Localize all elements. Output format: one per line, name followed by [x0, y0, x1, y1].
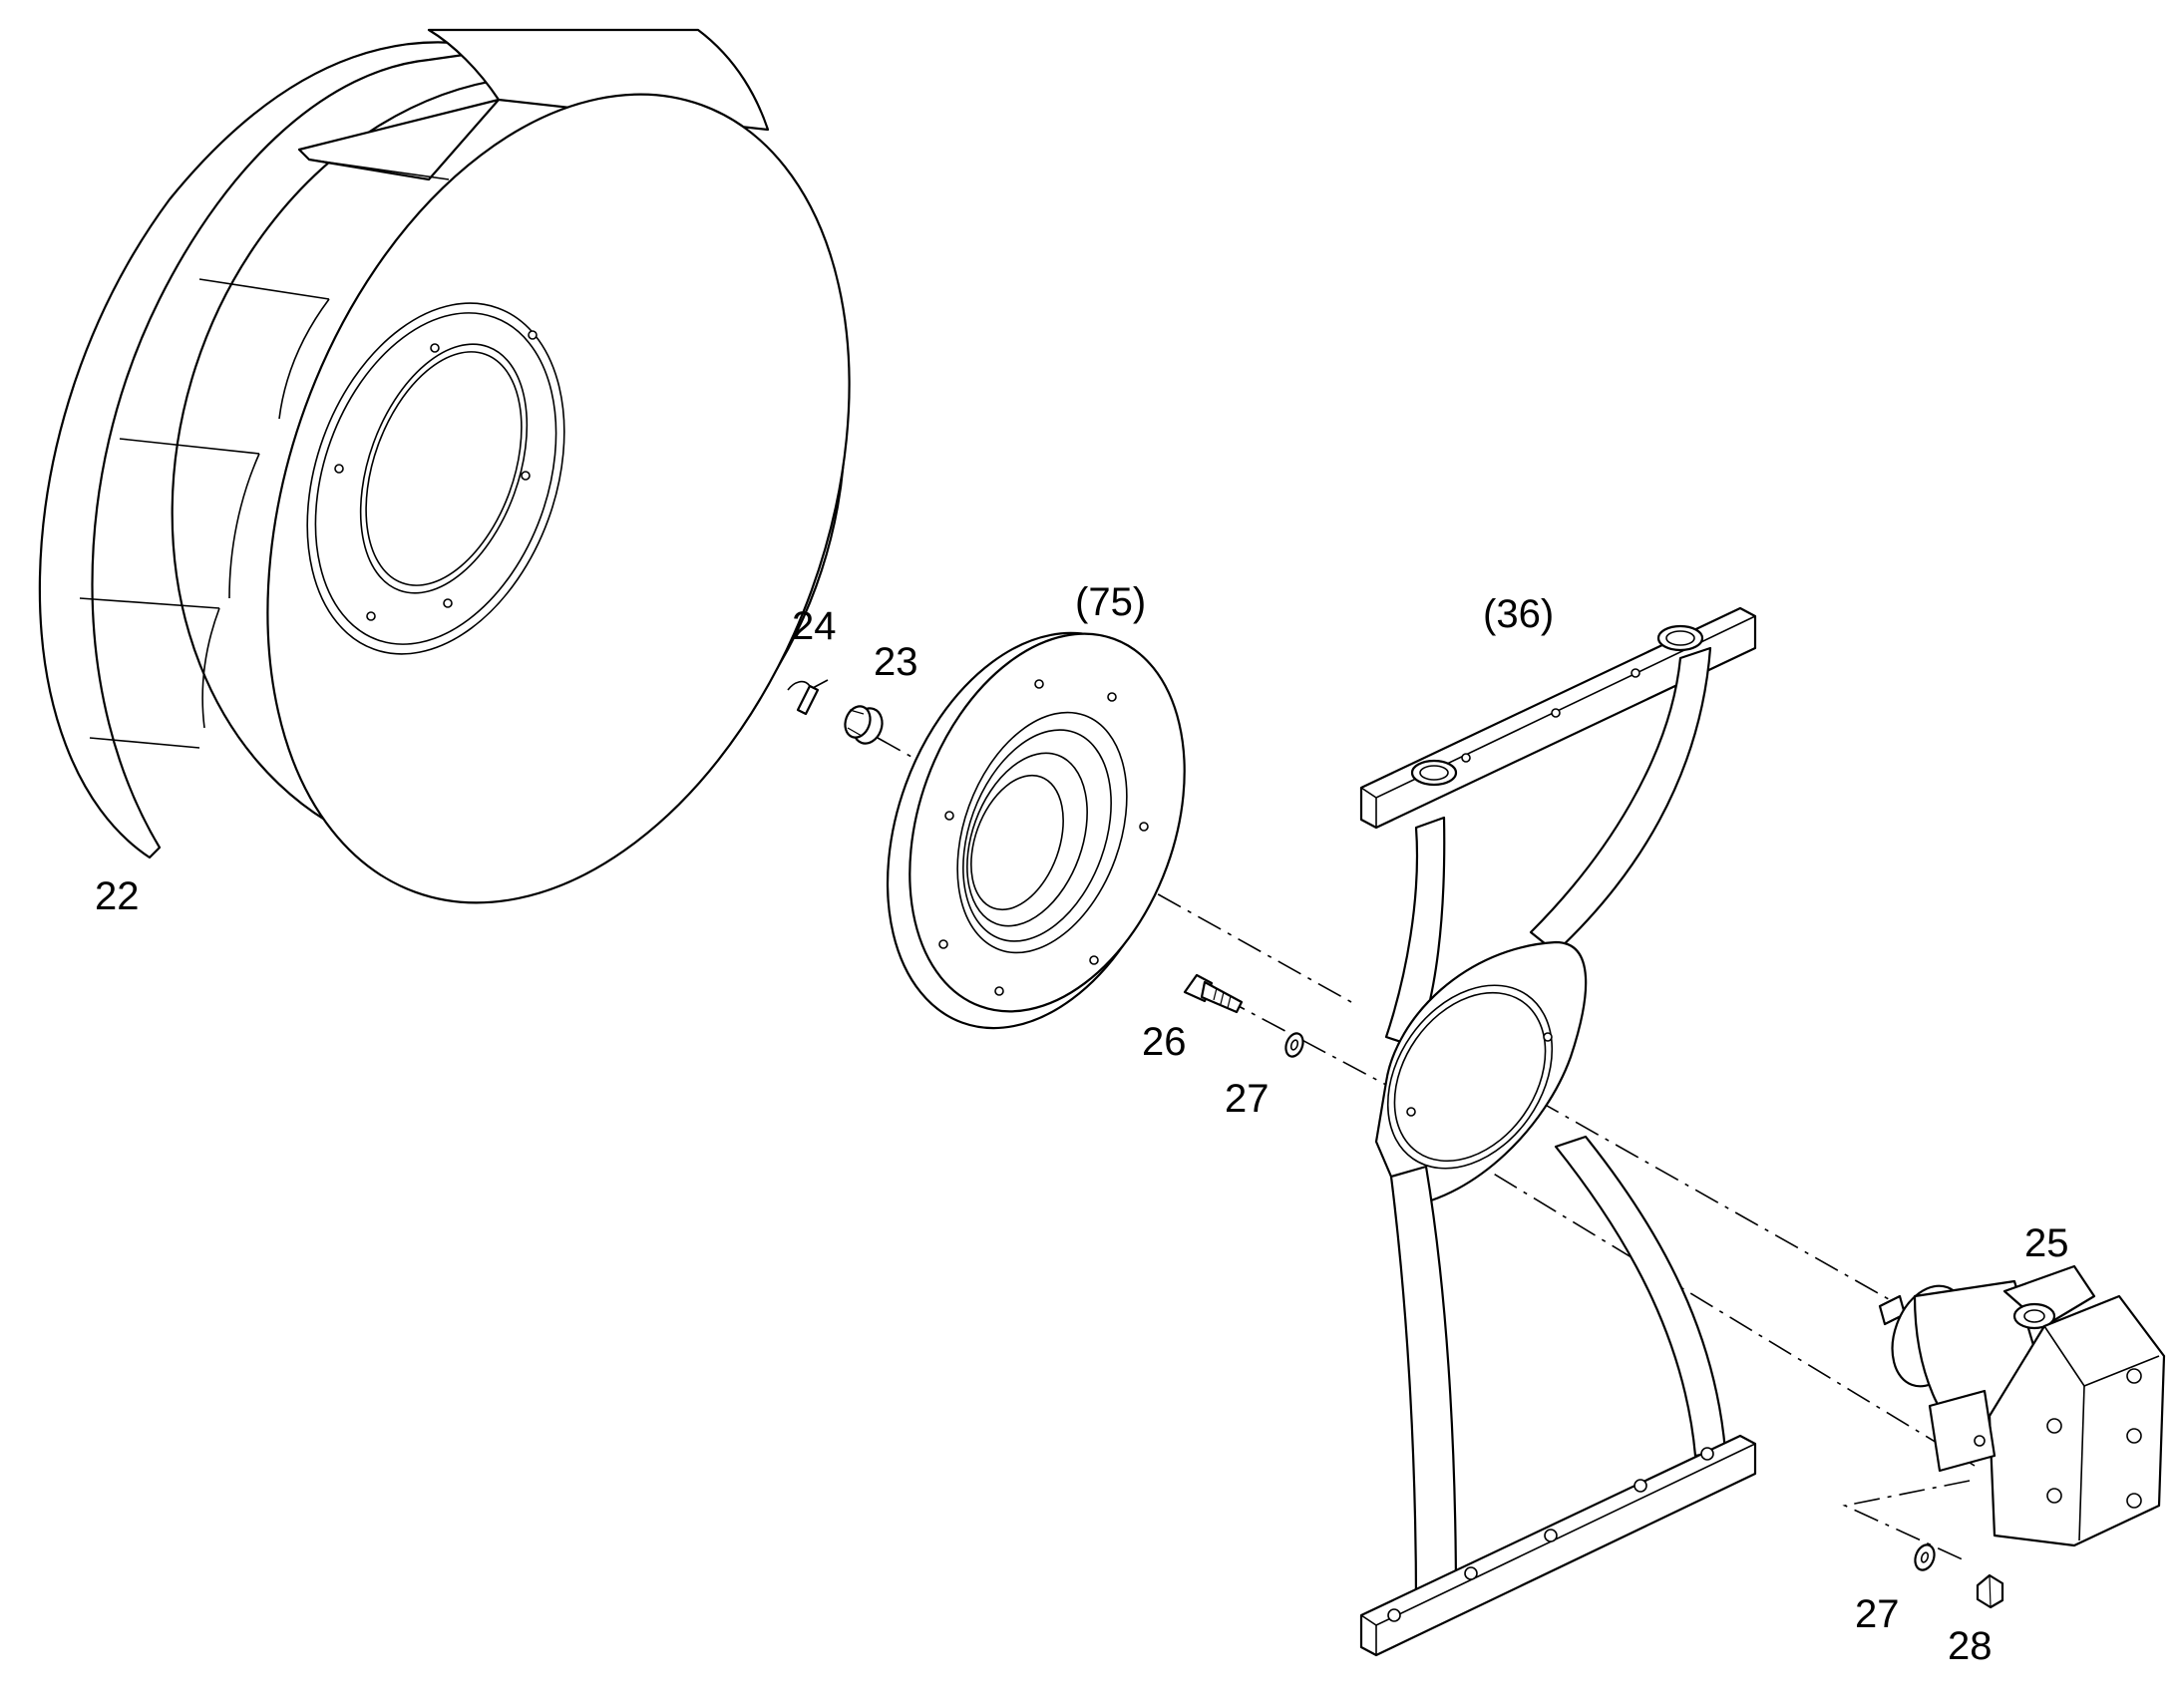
bolt [1183, 973, 1244, 1014]
callout-27-lower: 27 [1855, 1592, 1900, 1636]
hub-flange [886, 631, 1186, 1030]
callout-23: 23 [874, 640, 918, 684]
washer-upper [1284, 1032, 1304, 1058]
callout-28: 28 [1948, 1624, 1993, 1668]
hex-nut [1976, 1573, 2004, 1609]
washer-lower [1914, 1543, 1936, 1571]
split-pin [787, 679, 829, 716]
electric-motor [1878, 1264, 2166, 1547]
castle-nut [844, 705, 884, 745]
assembly-axes [877, 737, 1976, 1561]
callout-labels: 22 23 24 25 26 27 27 28 (36) (75) [95, 580, 2069, 1668]
fan-impeller [38, 28, 851, 904]
callout-24: 24 [792, 604, 837, 648]
callout-75: (75) [1075, 580, 1146, 624]
motor-bracket [1359, 606, 1757, 1657]
callout-22: 22 [95, 874, 140, 918]
callout-25: 25 [2024, 1221, 2069, 1265]
callout-26: 26 [1142, 1020, 1187, 1064]
callout-27-upper: 27 [1225, 1077, 1270, 1121]
callout-36: (36) [1483, 592, 1554, 636]
